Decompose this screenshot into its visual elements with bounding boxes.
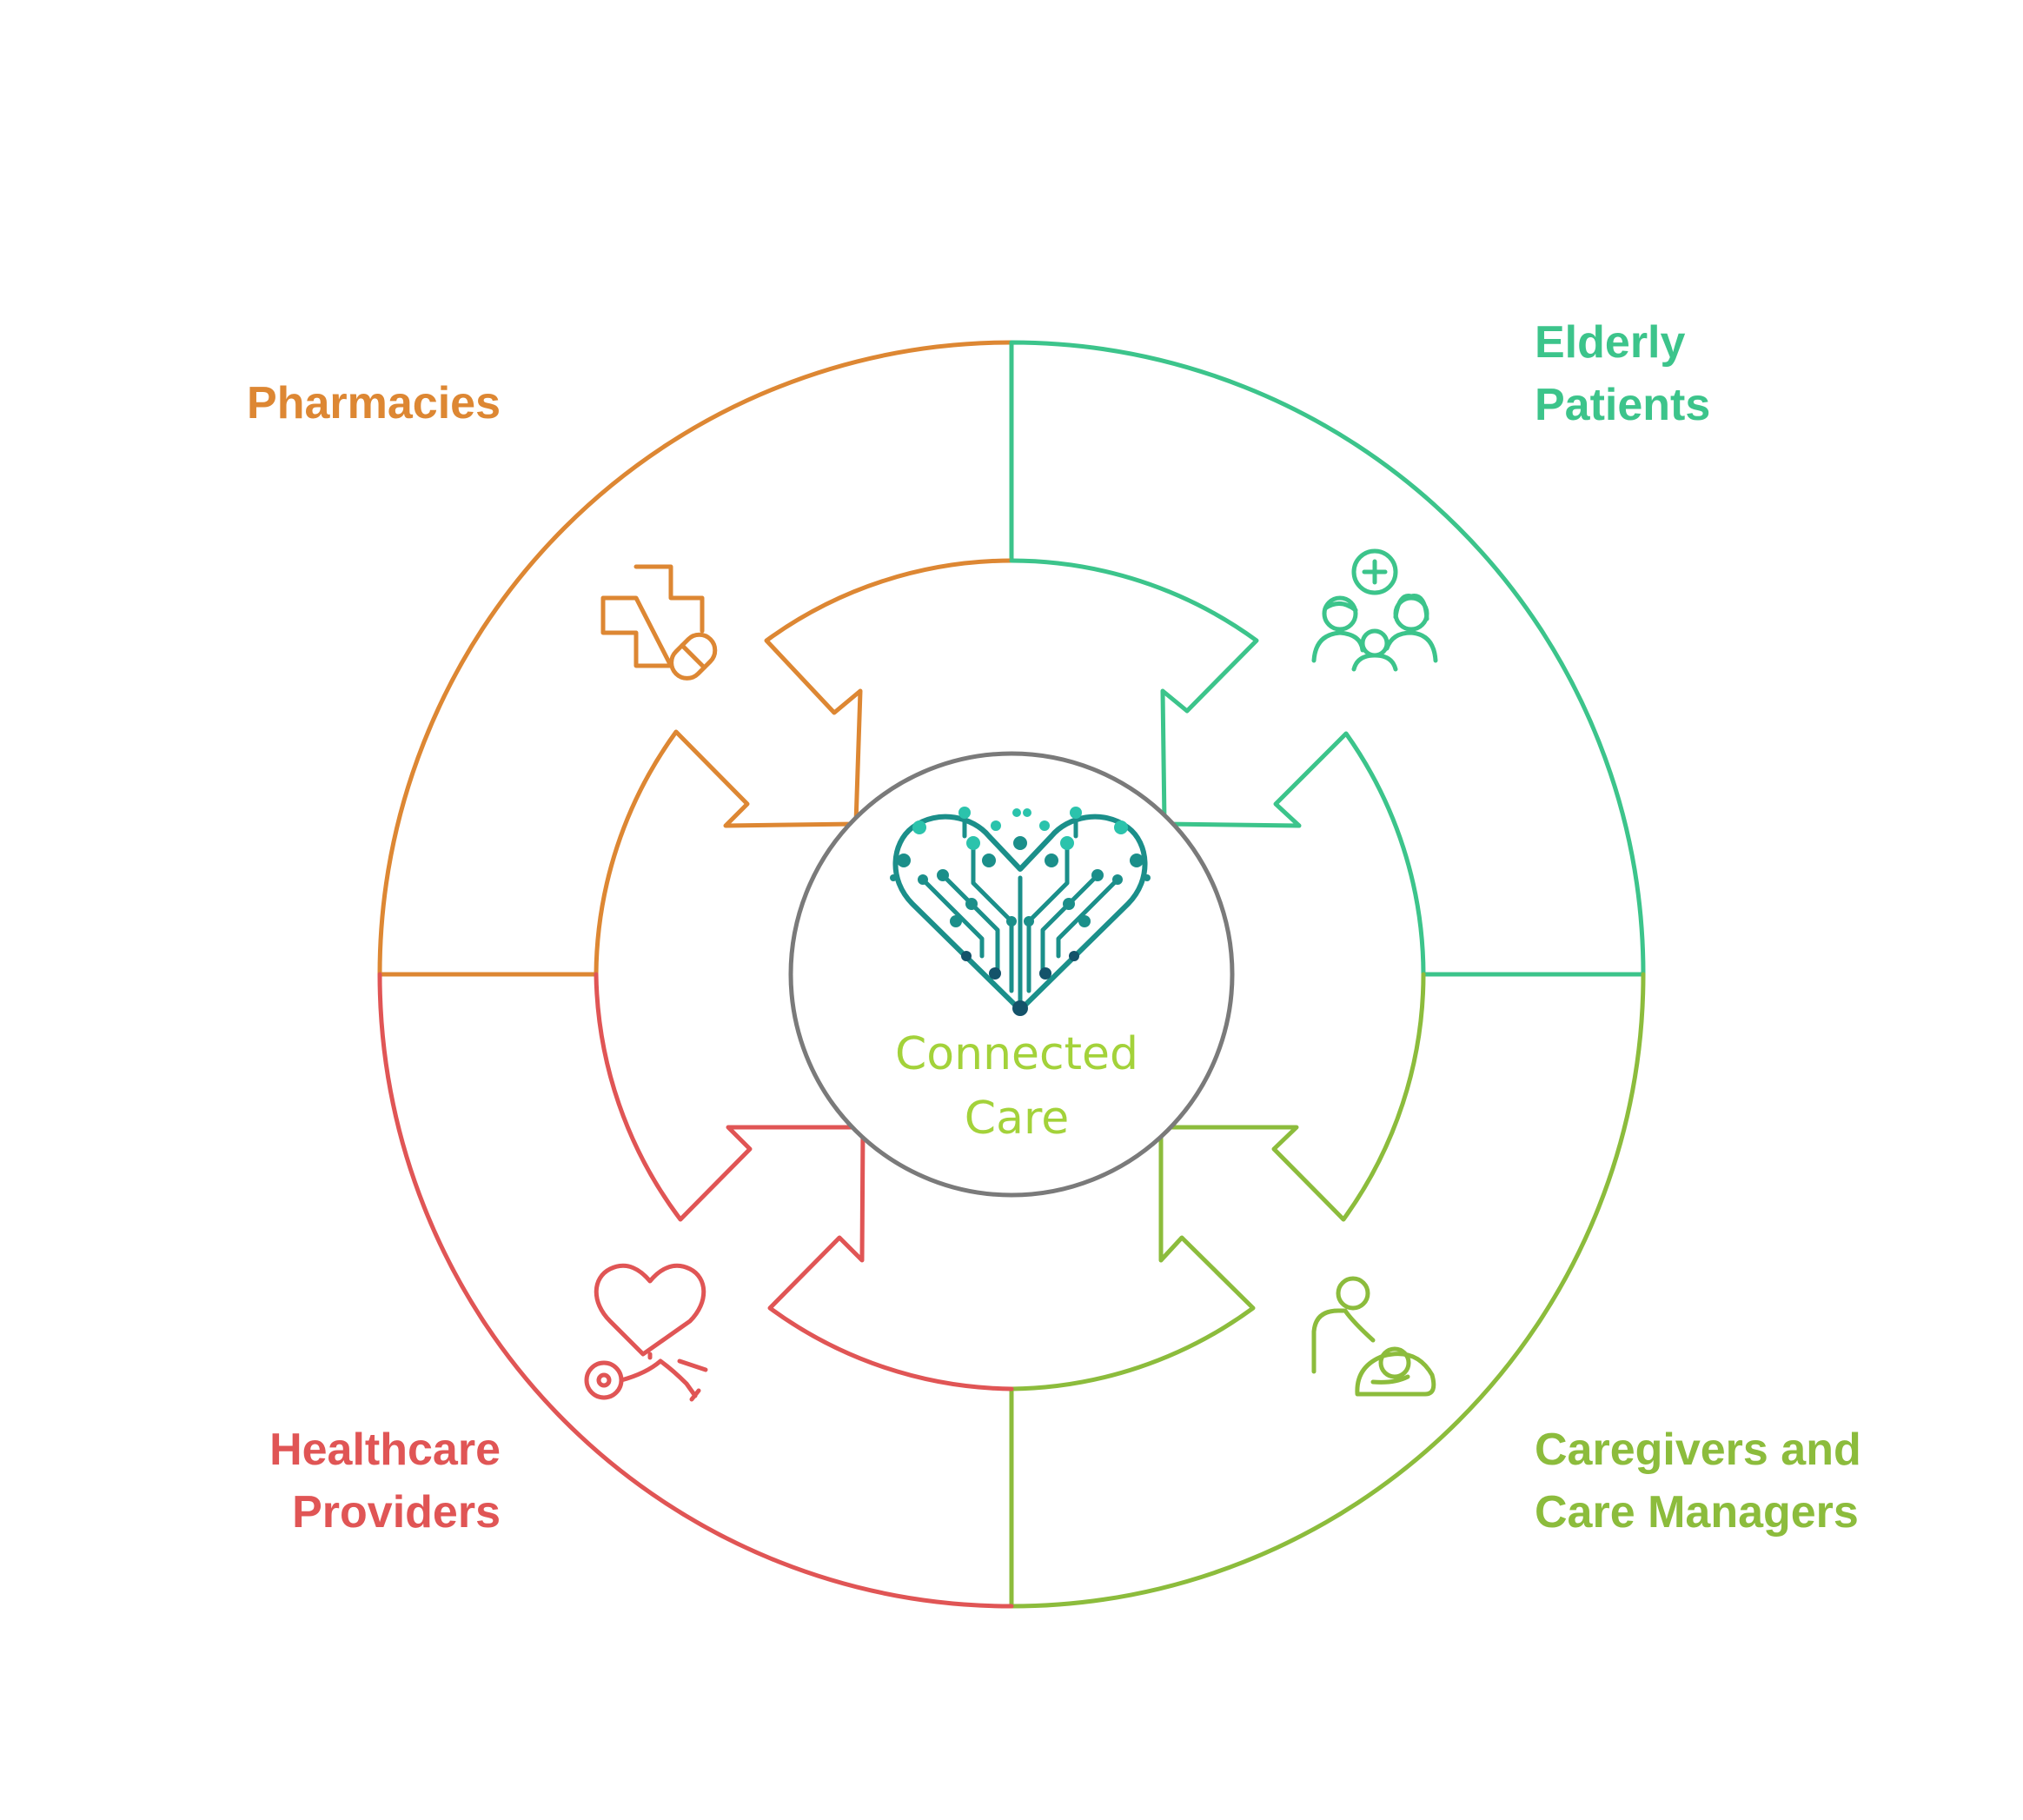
arrow-pharmacies-top: [764, 558, 1014, 826]
caregivers-line1: Caregivers and: [1535, 1425, 1861, 1475]
patients-group-icon: [1311, 548, 1438, 672]
providers-line1: Healthcare: [269, 1425, 501, 1475]
outer-arc-providers: [377, 972, 1014, 1609]
providers-line2: Providers: [292, 1487, 501, 1538]
label-healthcare-providers: Healthcare Providers: [153, 1418, 501, 1544]
label-pharmacies: Pharmacies: [217, 372, 501, 435]
pharmacies-line1: Pharmacies: [247, 378, 501, 428]
stethoscope-heart-icon: [584, 1263, 708, 1402]
pharmacy-cross-pill-icon: [600, 564, 718, 681]
outer-arc-caregivers: [1009, 972, 1646, 1609]
arrow-providers-left: [594, 972, 866, 1222]
arrow-elderly-right: [1163, 731, 1426, 977]
caregiver-icon: [1311, 1276, 1436, 1397]
label-elderly-patients: Elderly Patients: [1535, 311, 1710, 436]
arrow-caregivers-right: [1159, 972, 1426, 1222]
label-caregivers: Caregivers and Care Managers: [1535, 1418, 1861, 1544]
center-label-line2: Care: [964, 1093, 1070, 1145]
arrow-providers-bottom: [767, 1125, 1014, 1392]
outer-arc-elderly: [1009, 340, 1646, 977]
arrow-caregivers-bottom: [1009, 1125, 1256, 1392]
arrow-pharmacies-left: [594, 729, 859, 977]
outer-arc-pharmacies: [377, 340, 1014, 977]
caregivers-line2: Care Managers: [1535, 1487, 1859, 1538]
elderly-line2: Patients: [1535, 380, 1711, 430]
elderly-line1: Elderly: [1535, 317, 1686, 368]
center-label-line1: Connected: [894, 1028, 1138, 1080]
center-label: Connected Care: [869, 1022, 1164, 1151]
arrow-elderly-top: [1009, 558, 1259, 826]
circuit-heart-icon: [890, 807, 1151, 1016]
